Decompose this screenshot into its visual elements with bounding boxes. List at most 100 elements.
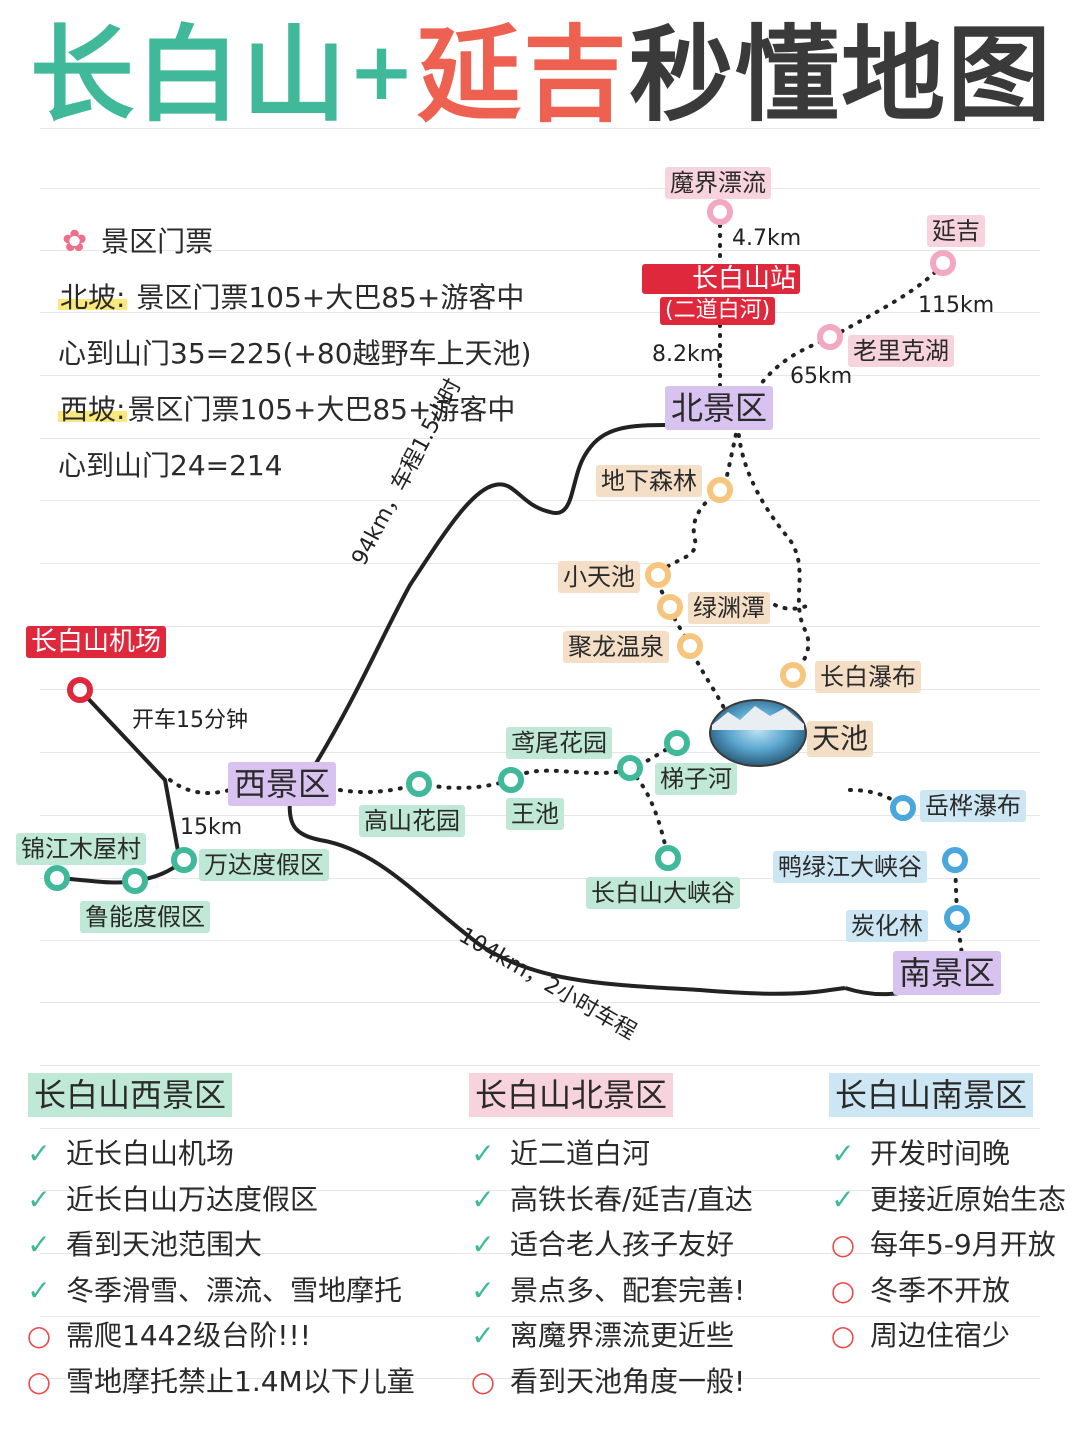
distance-airport: 开车15分钟 <box>132 708 248 733</box>
distance-mojie: 4.7km <box>732 226 802 251</box>
check-icon: ✓ <box>471 1137 495 1170</box>
stop-lvyuan <box>657 594 683 620</box>
stop-xiaotianchi <box>645 562 671 588</box>
check-icon: ✓ <box>471 1273 495 1307</box>
circle-icon: ○ <box>830 1228 856 1261</box>
stop-wanda <box>171 847 197 873</box>
stop-yuanwei <box>617 755 643 781</box>
compare-item-text: 冬季不开放 <box>870 1273 1011 1307</box>
stop-julong <box>677 633 703 659</box>
route-forest-lakes <box>657 488 727 712</box>
label-yuehua: 岳桦瀑布 <box>920 790 1026 822</box>
stop-forest <box>707 477 733 503</box>
compare-item: ○ 冬季不开放 <box>826 1273 1010 1309</box>
north-column-title: 长白山北景区 <box>469 1073 674 1117</box>
compare-item-text: 周边住宿少 <box>870 1319 1011 1352</box>
compare-item: ✓近长白山机场 <box>22 1136 234 1172</box>
label-yalu: 鸭绿江大峡谷 <box>773 851 927 883</box>
station-name: 长白山站 <box>691 264 796 294</box>
label-yanji: 延吉 <box>927 215 985 247</box>
station-sub: (二道白河) <box>660 297 776 325</box>
stop-tizi <box>664 730 690 756</box>
route-north-forest <box>723 423 740 487</box>
circle-icon: ○ <box>830 1319 856 1352</box>
compare-item-text: 看到天池角度一般! <box>510 1364 746 1398</box>
circle-icon: ○ <box>830 1273 856 1307</box>
compare-item: ✓ 开发时间晚 <box>826 1136 1010 1172</box>
area-south: 南景区 <box>893 951 1002 995</box>
check-icon: ✓ <box>27 1182 51 1216</box>
west-ticket-line2: 心到山门24=214 <box>58 449 283 482</box>
label-tianchi: 天池 <box>807 721 874 757</box>
stop-tanhua <box>944 905 970 931</box>
west-ticket-text: 景区门票105+大巴85+游客中 <box>127 393 516 426</box>
compare-item: ○ 雪地摩托禁止1.4M以下儿童 <box>22 1364 415 1400</box>
check-icon: ✓ <box>27 1228 51 1261</box>
road-north-west <box>313 423 666 767</box>
ticket-heading: ✿ 景区门票 <box>62 220 213 260</box>
stop-waterfall <box>780 662 806 688</box>
area-west: 西景区 <box>228 762 337 806</box>
check-icon: ✓ <box>831 1137 855 1170</box>
stop-airport <box>67 677 93 703</box>
label-gaoshan: 高山花园 <box>359 805 465 837</box>
compare-item-text: 雪地摩托禁止1.4M以下儿童 <box>66 1364 415 1398</box>
stop-jinjiang <box>44 865 70 891</box>
label-airport: 长白山机场 <box>26 626 167 658</box>
stop-canyon <box>655 845 681 871</box>
road-west-south <box>287 799 846 996</box>
page-title: 长白山+延吉秒懂地图 <box>30 12 1060 135</box>
compare-item-text: 更接近原始生态 <box>870 1182 1067 1216</box>
check-icon: ✓ <box>831 1182 855 1216</box>
area-north: 北景区 <box>665 386 774 430</box>
label-canyon: 长白山大峡谷 <box>586 877 740 909</box>
compare-item: ✓冬季滑雪、漂流、雪地摩托 <box>22 1273 402 1309</box>
road-airport <box>78 688 182 863</box>
flower-icon: ✿ <box>62 224 88 259</box>
label-xiaotianchi: 小天池 <box>558 561 640 593</box>
north-ticket-line1: 北坡: 景区门票105+大巴85+游客中 <box>58 276 524 316</box>
circle-icon: ○ <box>26 1364 52 1398</box>
route-west-gaoshan <box>168 778 232 795</box>
distance-laoli: 65km <box>790 364 853 389</box>
stop-gaoshan <box>406 771 432 797</box>
circle-icon: ○ <box>26 1319 52 1352</box>
compare-item-text: 适合老人孩子友好 <box>510 1228 735 1261</box>
ticket-heading-label: 景区门票 <box>101 225 214 258</box>
check-icon: ✓ <box>471 1182 495 1216</box>
tianchi-lake-image <box>709 699 807 767</box>
stop-wangchi <box>498 767 524 793</box>
compare-item: ✓ 更接近原始生态 <box>826 1182 1066 1218</box>
label-wangchi: 王池 <box>506 798 564 830</box>
label-waterfall: 长白瀑布 <box>815 661 921 693</box>
label-yuanwei: 鸢尾花园 <box>506 727 612 759</box>
title-plus: + <box>348 25 418 118</box>
compare-item-text: 需爬1442级台阶!!! <box>66 1319 311 1352</box>
label-wanda: 万达度假区 <box>199 849 329 881</box>
compare-item: ✓近长白山万达度假区 <box>22 1182 318 1218</box>
station-badge: 长白山站 <box>642 264 800 294</box>
distance-wanda: 15km <box>180 815 243 840</box>
compare-item: ✓景点多、配套完善! <box>466 1273 745 1309</box>
west-label: 西坡: <box>58 393 128 426</box>
label-forest: 地下森林 <box>596 465 702 497</box>
compare-item: ○看到天池角度一般! <box>466 1364 745 1400</box>
label-tanhua: 炭化林 <box>846 910 928 942</box>
label-laoli: 老里克湖 <box>848 335 954 367</box>
compare-item: ○ 需爬1442级台阶!!! <box>22 1318 311 1354</box>
stop-laoli <box>817 324 843 350</box>
compare-item-text: 高铁长春/延吉/直达 <box>510 1182 753 1216</box>
north-label: 北坡: <box>58 281 128 314</box>
compare-item: ○ 周边住宿少 <box>826 1318 1010 1354</box>
label-tizi: 梯子河 <box>655 763 737 795</box>
compare-item-text: 近长白山机场 <box>66 1137 235 1170</box>
check-icon: ✓ <box>471 1319 495 1352</box>
compare-item: ✓适合老人孩子友好 <box>466 1227 734 1263</box>
compare-item-text: 开发时间晚 <box>870 1137 1011 1170</box>
compare-item-text: 离魔界漂流更近些 <box>510 1319 735 1352</box>
label-julong: 聚龙温泉 <box>563 631 669 663</box>
west-ticket-line1: 西坡:景区门票105+大巴85+游客中 <box>58 388 515 428</box>
compare-item-text: 冬季滑雪、漂流、雪地摩托 <box>66 1273 403 1307</box>
label-lvyuan: 绿渊潭 <box>688 592 770 624</box>
stop-luneng <box>122 868 148 894</box>
